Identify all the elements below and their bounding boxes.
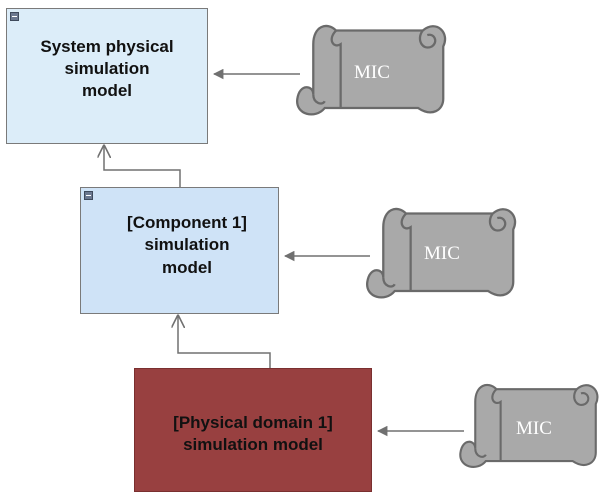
collapse-toggle-icon[interactable]: [10, 12, 19, 21]
node-label: System physical simulation model: [40, 36, 174, 101]
node-component-simulation-model[interactable]: [Component 1] simulation model: [80, 187, 279, 314]
mic-label: MIC: [354, 62, 390, 83]
edge-component-to-system: [104, 146, 181, 187]
node-system-physical-simulation-model[interactable]: System physical simulation model: [6, 8, 208, 144]
mic-label: MIC: [424, 243, 460, 264]
mic-label: MIC: [516, 418, 552, 439]
node-physical-domain-simulation-model[interactable]: [Physical domain 1] simulation model: [134, 368, 372, 492]
collapse-toggle-icon[interactable]: [84, 191, 93, 200]
node-label: [Component 1] simulation model: [127, 213, 247, 277]
edge-domain-to-component: [178, 316, 271, 368]
node-label: [Physical domain 1] simulation model: [173, 412, 333, 454]
